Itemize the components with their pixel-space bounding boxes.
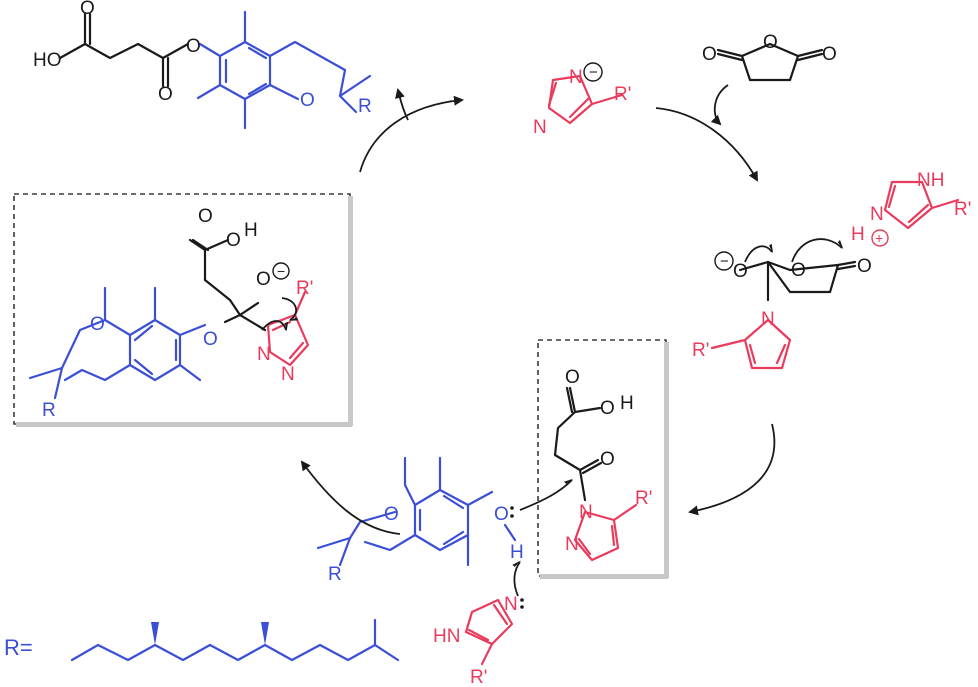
r-label: R (358, 96, 372, 117)
n1-label: N (257, 344, 271, 365)
ring-o-label: O (791, 260, 806, 281)
imidazolide-anion: N − N R' (533, 62, 631, 138)
phenol-h-label: H (510, 542, 524, 563)
anhydride-o3-label: O (822, 44, 837, 65)
n-top-label: N (569, 67, 583, 88)
hn-label: HN (433, 626, 460, 647)
intermediate-box-right: O O H O N N R' (537, 339, 669, 579)
ester-carbonyl-o-label: O (158, 84, 173, 105)
minus-label: − (277, 263, 285, 279)
n-plus-label: N (870, 204, 884, 225)
n2-label: N (565, 534, 579, 555)
o-minus-label: O (733, 261, 748, 282)
ho-label: HO (33, 50, 62, 71)
r-equals-label: R= (4, 635, 33, 660)
charge-label: − (589, 64, 598, 81)
r-prime-label: R' (296, 278, 313, 299)
oh-o-label: O (600, 398, 615, 419)
intermediate-box-left: O O H O − O O R N N R' (13, 193, 353, 427)
acid-o-label: O (565, 367, 580, 388)
n-label: N (761, 309, 775, 330)
r-label: R (42, 400, 56, 421)
anhydride-o1-label: O (702, 44, 717, 65)
phenol-o-label: O (203, 329, 218, 350)
phenol-o-label: O (494, 504, 509, 525)
tocopherol-phenol: O H O R (316, 456, 574, 585)
negative-charge-icon (714, 251, 734, 271)
keto-o-label: O (857, 256, 872, 277)
carbonyl-o-label: O (80, 0, 95, 19)
tocopherol-succinate-ester: HO O O O O R (33, 0, 372, 130)
imidazole-bottom: HN N R' (433, 560, 524, 687)
imidazolium-cation: NH H N + R' (851, 170, 971, 247)
r-prime-label: R' (614, 84, 631, 105)
succinic-anhydride: O O O (702, 32, 837, 82)
h-label: H (244, 220, 258, 241)
n2-label: N (281, 364, 295, 385)
h-label: H (620, 393, 634, 414)
anhydride-o2-label: O (763, 32, 778, 53)
ring-o-label: O (384, 504, 399, 525)
r-prime-label: R' (692, 340, 709, 361)
tetrahedral-intermediate: − O O O N R' (692, 238, 872, 370)
oh-o-label: O (226, 230, 241, 251)
nh-label: NH (917, 170, 944, 191)
plus-label: + (875, 230, 883, 246)
r-prime-label: R' (635, 488, 652, 509)
n-label: N (504, 594, 518, 615)
n-bottom-label: N (533, 117, 547, 138)
ring-o-label: O (300, 90, 315, 111)
minus-label: − (720, 253, 729, 270)
negative-charge-icon (583, 62, 603, 82)
r-label: R (328, 564, 342, 585)
acid-o-label: O (198, 206, 213, 227)
r-prime-label: R' (470, 667, 487, 687)
o-minus-label: O (256, 269, 271, 290)
r-prime-label: R' (954, 199, 971, 220)
negative-charge-icon (272, 262, 290, 280)
positive-charge-icon (871, 229, 889, 247)
cycle-arrows (300, 84, 776, 535)
n1-label: N (579, 502, 593, 523)
ring-o-label: O (90, 314, 105, 335)
h-label: H (851, 224, 865, 245)
ester-o-label: O (186, 36, 201, 57)
r-group-definition: R= (4, 618, 400, 662)
keto-o-label: O (600, 449, 615, 470)
